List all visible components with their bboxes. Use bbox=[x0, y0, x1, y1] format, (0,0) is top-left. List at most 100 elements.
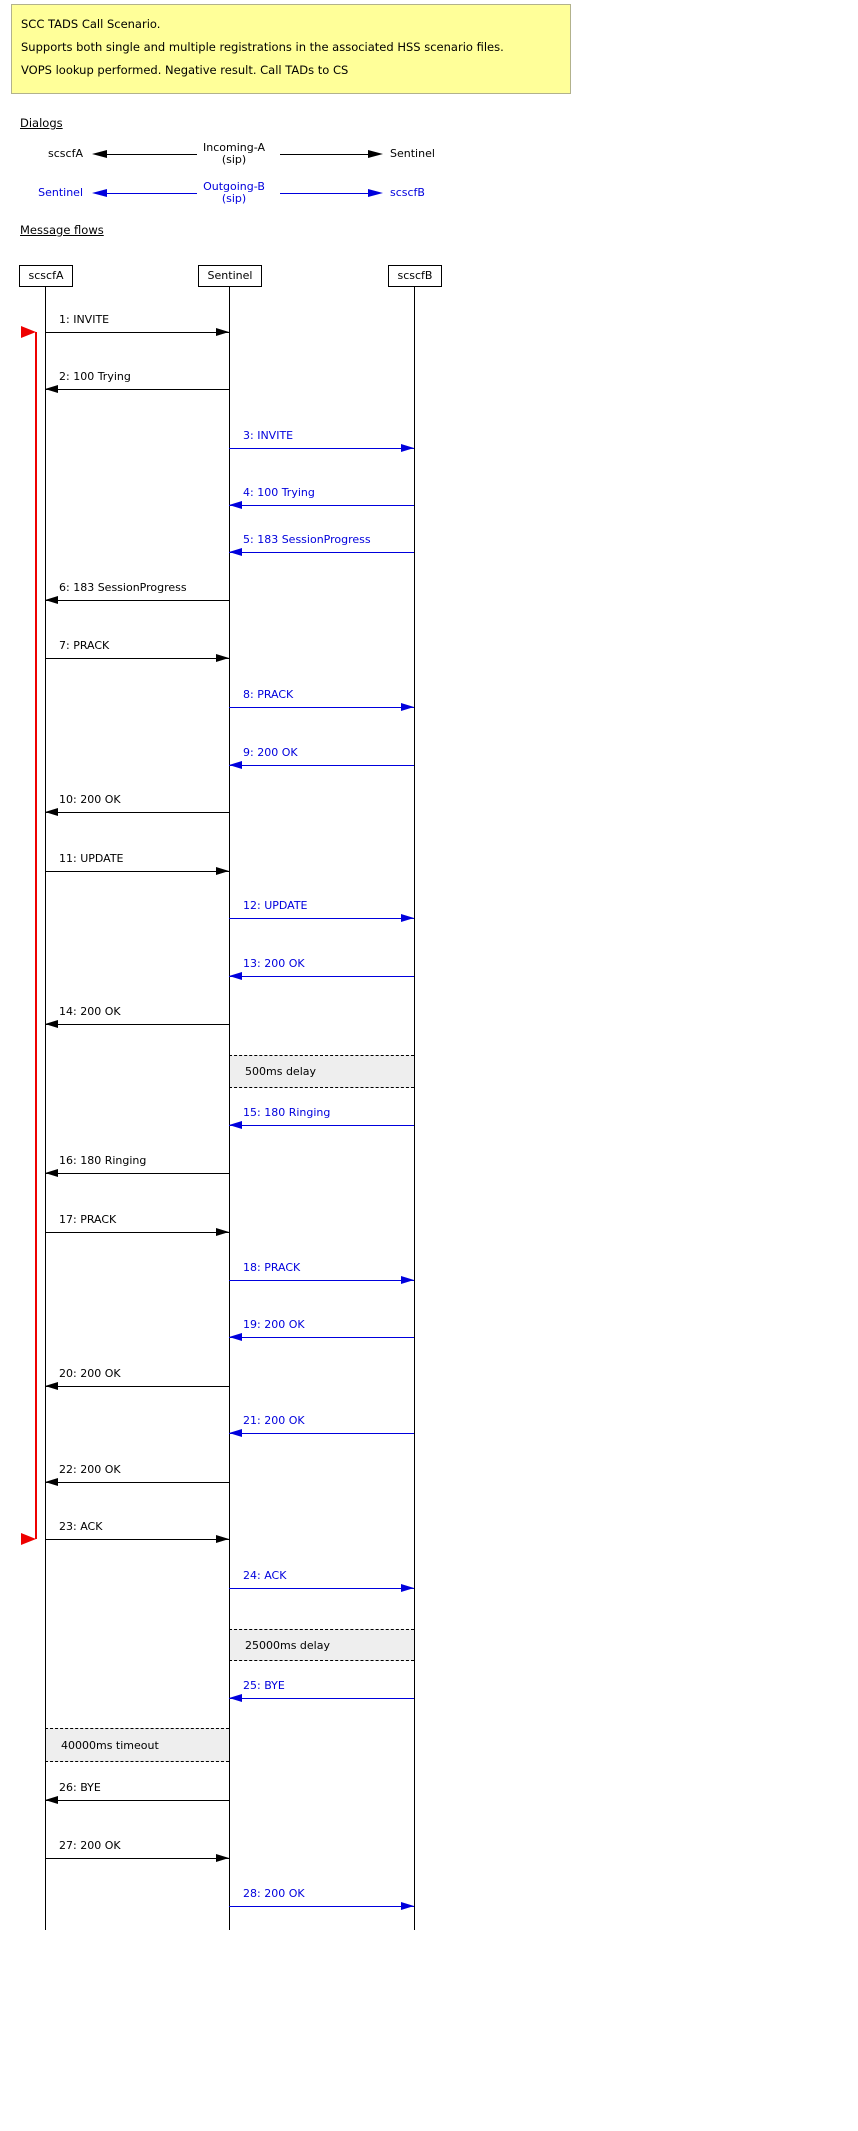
message-label: 20: 200 OK bbox=[59, 1367, 121, 1380]
message-arrowhead-icon bbox=[229, 501, 242, 509]
message-label: 27: 200 OK bbox=[59, 1839, 121, 1852]
participant-box-scscfb: scscfB bbox=[388, 265, 442, 287]
message-label: 26: BYE bbox=[59, 1781, 101, 1794]
message-arrowhead-icon bbox=[45, 385, 58, 393]
dialog-name: Outgoing-B bbox=[203, 180, 265, 193]
message-line bbox=[45, 600, 229, 601]
message-line bbox=[229, 1433, 414, 1434]
message-label: 4: 100 Trying bbox=[243, 486, 315, 499]
message-line bbox=[45, 389, 229, 390]
delay-label: 25000ms delay bbox=[245, 1638, 330, 1652]
dialog-endpoint-label: scscfB bbox=[390, 186, 425, 199]
red-activation-line bbox=[35, 332, 37, 1539]
message-label: 15: 180 Ringing bbox=[243, 1106, 331, 1119]
scenario-note: SCC TADS Call Scenario. Supports both si… bbox=[11, 4, 571, 94]
note-line: SCC TADS Call Scenario. bbox=[21, 17, 161, 31]
dialog-endpoint-label: Sentinel bbox=[390, 147, 435, 160]
left-arrowhead-icon bbox=[92, 150, 107, 158]
participant-box-sentinel: Sentinel bbox=[198, 265, 262, 287]
message-label: 28: 200 OK bbox=[243, 1887, 305, 1900]
message-arrowhead-icon bbox=[45, 1020, 58, 1028]
message-label: 5: 183 SessionProgress bbox=[243, 533, 371, 546]
delay-box: 25000ms delay bbox=[229, 1629, 414, 1661]
message-label: 8: PRACK bbox=[243, 688, 294, 701]
delay-box: 500ms delay bbox=[229, 1055, 414, 1088]
message-arrowhead-icon bbox=[45, 808, 58, 816]
message-arrowhead-icon bbox=[401, 444, 414, 452]
message-arrowhead-icon bbox=[216, 1228, 229, 1236]
message-line bbox=[45, 1800, 229, 1801]
dialog-endpoint-label: scscfA bbox=[48, 147, 83, 160]
message-line bbox=[45, 1232, 229, 1233]
message-arrowhead-icon bbox=[216, 867, 229, 875]
dialog-name: Incoming-A bbox=[203, 141, 265, 154]
message-arrowhead-icon bbox=[229, 1429, 242, 1437]
message-arrowhead-icon bbox=[229, 548, 242, 556]
message-arrowhead-icon bbox=[45, 1382, 58, 1390]
message-label: 13: 200 OK bbox=[243, 957, 305, 970]
message-line bbox=[229, 1337, 414, 1338]
message-label: 17: PRACK bbox=[59, 1213, 117, 1226]
message-label: 21: 200 OK bbox=[243, 1414, 305, 1427]
lifeline-scscfb bbox=[413, 287, 415, 1930]
message-line bbox=[229, 765, 414, 766]
message-label: 2: 100 Trying bbox=[59, 370, 131, 383]
dialog-arrow-line bbox=[280, 193, 368, 194]
message-arrowhead-icon bbox=[229, 972, 242, 980]
message-arrowhead-icon bbox=[45, 1478, 58, 1486]
message-line bbox=[229, 1698, 414, 1699]
note-line: VOPS lookup performed. Negative result. … bbox=[21, 63, 349, 77]
message-label: 18: PRACK bbox=[243, 1261, 301, 1274]
message-line bbox=[45, 332, 229, 333]
message-line bbox=[45, 1173, 229, 1174]
dialog-protocol: (sip) bbox=[221, 153, 247, 166]
message-label: 25: BYE bbox=[243, 1679, 285, 1692]
left-arrowhead-icon bbox=[92, 189, 107, 197]
message-line bbox=[45, 1024, 229, 1025]
dialog-name-label: Incoming-A (sip) bbox=[197, 142, 271, 166]
message-label: 9: 200 OK bbox=[243, 746, 298, 759]
note-line: Supports both single and multiple regist… bbox=[21, 40, 504, 54]
message-line bbox=[229, 1280, 414, 1281]
message-arrowhead-icon bbox=[45, 1796, 58, 1804]
red-marker-icon bbox=[21, 1532, 36, 1545]
dialog-protocol: (sip) bbox=[221, 192, 247, 205]
message-label: 12: UPDATE bbox=[243, 899, 308, 912]
dialog-arrow-line bbox=[280, 154, 368, 155]
message-arrowhead-icon bbox=[401, 703, 414, 711]
message-line bbox=[229, 976, 414, 977]
dialog-name-label: Outgoing-B (sip) bbox=[197, 181, 271, 205]
message-label: 11: UPDATE bbox=[59, 852, 124, 865]
message-line bbox=[45, 812, 229, 813]
message-label: 14: 200 OK bbox=[59, 1005, 121, 1018]
message-arrowhead-icon bbox=[401, 1584, 414, 1592]
message-label: 1: INVITE bbox=[59, 313, 110, 326]
message-line bbox=[45, 1539, 229, 1540]
message-label: 19: 200 OK bbox=[243, 1318, 305, 1331]
message-flows-heading: Message flows bbox=[20, 223, 104, 237]
message-line bbox=[229, 1906, 414, 1907]
message-label: 23: ACK bbox=[59, 1520, 103, 1533]
message-line bbox=[45, 1858, 229, 1859]
message-label: 7: PRACK bbox=[59, 639, 110, 652]
dialog-endpoint-label: Sentinel bbox=[38, 186, 83, 199]
delay-label: 500ms delay bbox=[245, 1065, 316, 1078]
right-arrowhead-icon bbox=[368, 189, 383, 197]
message-label: 24: ACK bbox=[243, 1569, 287, 1582]
message-arrowhead-icon bbox=[216, 1854, 229, 1862]
dialogs-heading: Dialogs bbox=[20, 116, 63, 130]
message-line bbox=[45, 1482, 229, 1483]
message-arrowhead-icon bbox=[216, 1535, 229, 1543]
dialog-arrow-line bbox=[107, 154, 197, 155]
participant-box-scscfa: scscfA bbox=[19, 265, 73, 287]
message-arrowhead-icon bbox=[229, 1694, 242, 1702]
message-label: 16: 180 Ringing bbox=[59, 1154, 147, 1167]
message-arrowhead-icon bbox=[45, 596, 58, 604]
message-arrowhead-icon bbox=[216, 654, 229, 662]
message-line bbox=[229, 707, 414, 708]
delay-label: 40000ms timeout bbox=[61, 1738, 159, 1752]
message-line bbox=[229, 1588, 414, 1589]
message-label: 6: 183 SessionProgress bbox=[59, 581, 187, 594]
message-line bbox=[229, 1125, 414, 1126]
message-line bbox=[45, 1386, 229, 1387]
